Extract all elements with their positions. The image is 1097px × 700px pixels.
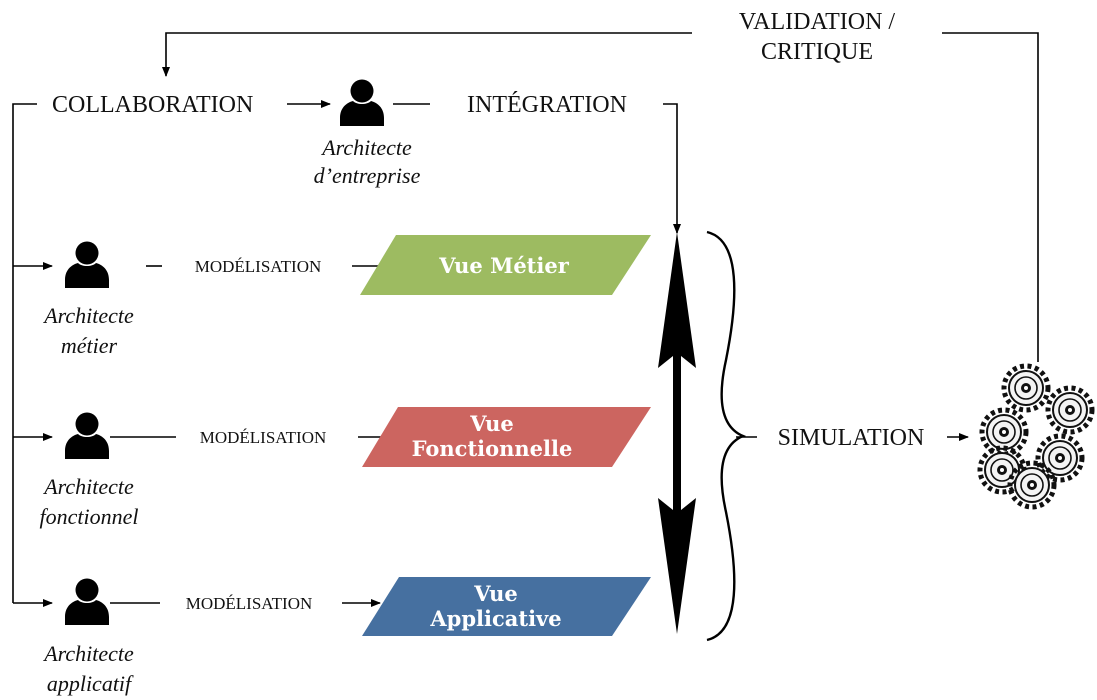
view-fonctionnelle-title-line2: Fonctionnelle	[412, 436, 573, 461]
gears-icon	[980, 366, 1092, 507]
view-fonctionnelle-shape	[362, 407, 651, 467]
critique-label: CRITIQUE	[761, 39, 873, 65]
role-applicatif-line2: applicatif	[47, 671, 134, 696]
view-metier-shape	[360, 235, 651, 295]
feedback-line-right	[942, 32, 1039, 362]
role-metier-line1: Architecte	[42, 303, 134, 328]
collaboration-label: COLLABORATION	[52, 92, 253, 118]
view-applicative-title-line1: Vue	[473, 581, 518, 606]
role-metier-line2: métier	[61, 333, 118, 358]
role-fonctionnel-line1: Architecte	[42, 474, 134, 499]
feedback-line-left	[162, 32, 692, 77]
modelisation-label-1: MODÉLISATION	[195, 257, 322, 276]
person-icon-metier	[65, 241, 109, 288]
view-fonctionnelle-title-line1: Vue	[469, 411, 514, 436]
person-icon-applicatif	[65, 578, 109, 625]
curly-brace	[706, 230, 747, 642]
view-applicative-shape	[362, 577, 651, 636]
double-arrow-icon	[658, 232, 696, 634]
role-entreprise-line1: Architecte	[320, 135, 412, 160]
view-metier-title: Vue Métier	[438, 253, 570, 278]
role-applicatif-line1: Architecte	[42, 641, 134, 666]
role-fonctionnel-line2: fonctionnel	[40, 504, 139, 529]
integration-label: INTÉGRATION	[467, 92, 627, 118]
integration-arrow	[663, 103, 681, 234]
collaboration-bracket	[12, 103, 37, 603]
validation-label: VALIDATION /	[739, 9, 896, 35]
person-icon-entreprise	[340, 79, 384, 126]
view-applicative-title-line2: Applicative	[429, 606, 561, 631]
role-entreprise-line2: d’entreprise	[314, 163, 421, 188]
modelisation-label-2: MODÉLISATION	[200, 428, 327, 447]
person-icon-fonctionnel	[65, 412, 109, 459]
simulation-label: SIMULATION	[778, 425, 925, 451]
modelisation-label-3: MODÉLISATION	[186, 594, 313, 613]
